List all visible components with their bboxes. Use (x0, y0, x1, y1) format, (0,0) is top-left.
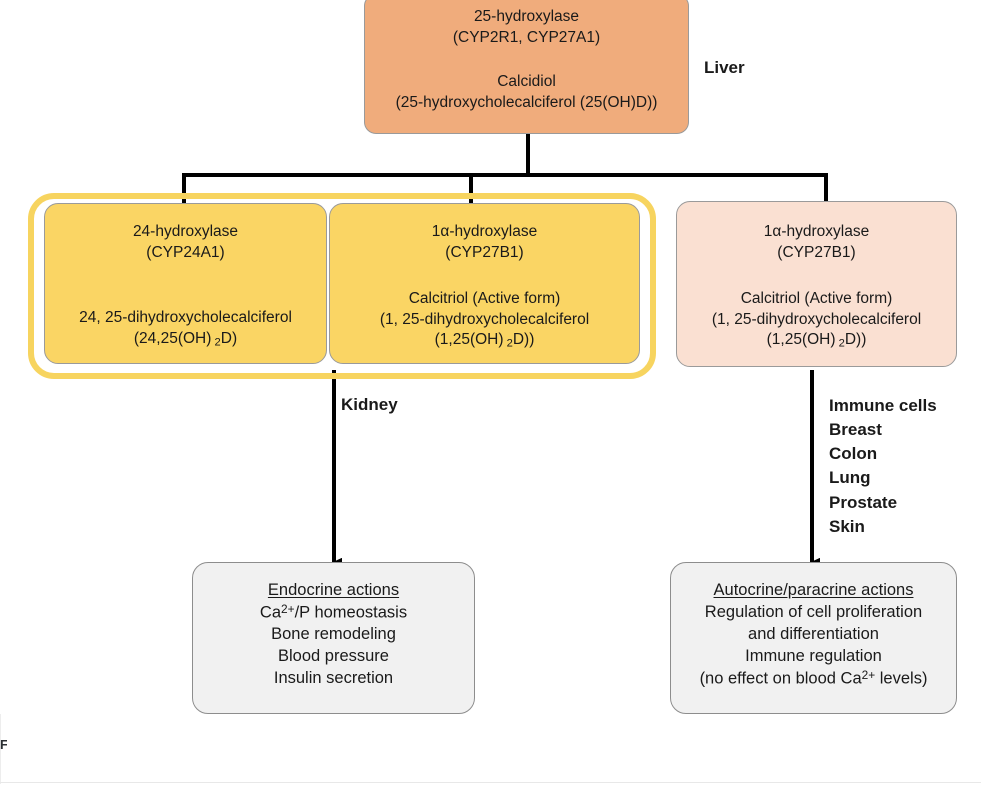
extrarenal-product-detail: (1, 25-dihydroxycholecalciferol (711, 310, 922, 328)
endocrine-action-2: Bone remodeling (271, 625, 396, 644)
endocrine-action-3: Blood pressure (278, 647, 389, 666)
autocrine-actions-title: Autocrine/paracrine actions (713, 581, 914, 599)
liver-organ-label: Liver (704, 58, 745, 77)
cropped-corner-glyph: F (0, 737, 7, 752)
tissue-item-skin: Skin (829, 516, 865, 536)
kidney-24-product-name: 24, 25-dihydroxycholecalciferol (79, 309, 292, 327)
kidney-1a-product-name: Calcitriol (Active form) (408, 290, 561, 308)
kidney-24-enzyme-genes: (CYP24A1) (146, 243, 225, 261)
tissue-item-lung: Lung (829, 468, 871, 488)
endocrine-action-1: Ca2+/P homeostasis (259, 601, 408, 622)
endocrine-action-4: Insulin secretion (273, 669, 394, 688)
autocrine-action-4: (no effect on blood Ca2+ levels) (699, 667, 928, 688)
extrarenal-enzyme-genes: (CYP27B1) (777, 243, 856, 261)
kidney-organ-label: Kidney (341, 395, 398, 414)
endocrine-actions-title: Endocrine actions (267, 581, 400, 599)
autocrine-action-2: and differentiation (748, 624, 879, 643)
tissue-item-breast: Breast (829, 420, 882, 440)
extrarenal-product-name: Calcitriol (Active form) (740, 290, 893, 308)
liver-node: 25-hydroxylase (CYP2R1, CYP27A1) Calcidi… (364, 0, 689, 134)
tissue-item-immune-cells: Immune cells (829, 396, 937, 415)
autocrine-action-1: Regulation of cell proliferation (704, 602, 923, 621)
extrarenal-1a-hydroxylase-node: 1α-hydroxylase (CYP27B1) Calcitriol (Act… (676, 201, 957, 367)
kidney-24-product-formula: (24,25(OH) 2D) (133, 329, 238, 349)
extrarenal-tissue-list: Immune cells Breast Colon Lung Prostate … (829, 394, 937, 539)
page-edge-rule (0, 714, 1, 784)
kidney-1a-enzyme-name: 1α-hydroxylase (431, 223, 538, 240)
kidney-1a-hydroxylase-node: 1α-hydroxylase (CYP27B1) Calcitriol (Act… (329, 203, 640, 364)
autocrine-actions-node: Autocrine/paracrine actions Regulation o… (670, 562, 957, 714)
extrarenal-product-formula: (1,25(OH) 2D)) (766, 331, 867, 350)
extrarenal-enzyme-name: 1α-hydroxylase (763, 223, 870, 240)
liver-enzyme-name: 25-hydroxylase (473, 8, 580, 25)
liver-enzyme-genes: (CYP2R1, CYP27A1) (452, 28, 601, 46)
liver-product-detail: (25-hydroxycholecalciferol (25(OH)D)) (395, 93, 658, 111)
tissue-item-prostate: Prostate (829, 492, 898, 512)
autocrine-action-3: Immune regulation (745, 646, 882, 665)
kidney-1a-product-detail: (1, 25-dihydroxycholecalciferol (379, 310, 590, 328)
liver-product-name: Calcidiol (497, 73, 556, 91)
kidney-1a-product-formula: (1,25(OH) 2D)) (434, 331, 535, 350)
kidney-24-hydroxylase-node: 24-hydroxylase (CYP24A1) 24, 25-dihydrox… (44, 203, 327, 364)
tissue-item-colon: Colon (829, 444, 878, 464)
endocrine-actions-node: Endocrine actions Ca2+/P homeostasis Bon… (192, 562, 475, 714)
kidney-grouping-frame (28, 193, 656, 379)
page-bottom-rule (0, 782, 981, 783)
kidney-24-enzyme-name: 24-hydroxylase (132, 223, 239, 240)
kidney-1a-enzyme-genes: (CYP27B1) (445, 243, 524, 261)
